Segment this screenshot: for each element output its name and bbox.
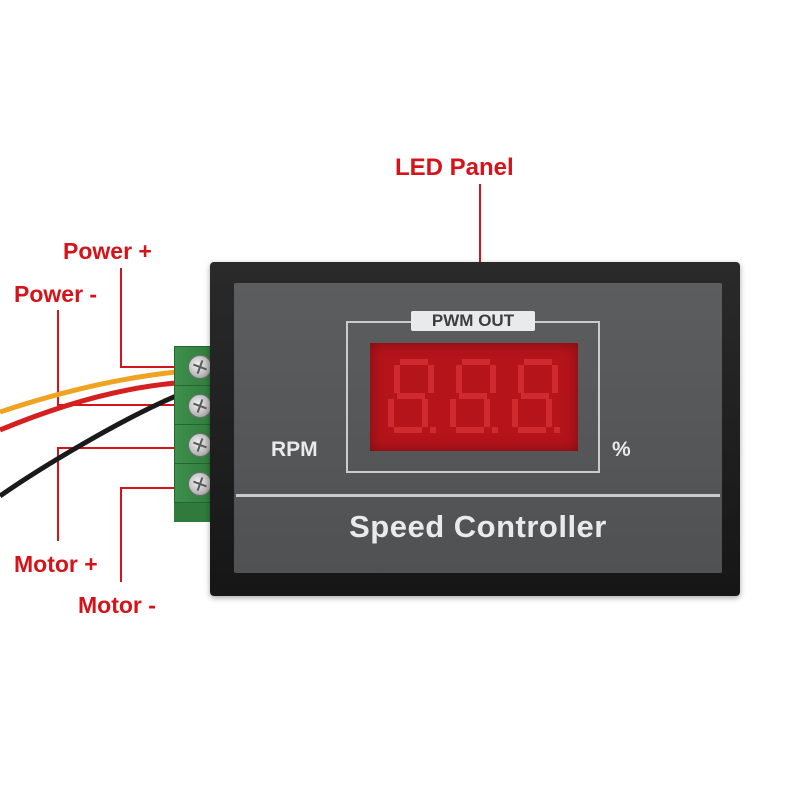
digit-1-segment-f — [394, 365, 400, 393]
digit-1-segment-a — [400, 359, 428, 365]
terminal-1[interactable] — [174, 346, 216, 386]
power-plus-label: Power + — [63, 238, 152, 264]
screw-icon — [188, 472, 212, 496]
screw-icon — [188, 394, 212, 418]
digit-1-segment-g — [397, 393, 425, 399]
digit-2-segment-c — [484, 399, 490, 427]
digit-3-decimal-point — [554, 427, 560, 433]
leader-motor-plus — [57, 447, 190, 541]
digit-3-segment-e — [512, 399, 518, 427]
leader-power-plus — [120, 268, 190, 368]
digit-3-segment-d — [518, 427, 546, 433]
digit-2-segment-a — [462, 359, 490, 365]
digit-3-segment-f — [518, 365, 524, 393]
digit-3-segment-b — [552, 365, 558, 393]
screw-icon — [188, 355, 212, 379]
device-title: Speed Controller — [349, 509, 607, 544]
digit-2-decimal-point — [492, 427, 498, 433]
digit-1-segment-c — [422, 399, 428, 427]
rpm-label: RPM — [271, 438, 318, 461]
digit-2-segment-g — [459, 393, 487, 399]
motor-plus-label: Motor + — [14, 551, 98, 577]
power-minus-label: Power - — [14, 281, 98, 307]
panel-divider — [236, 494, 720, 497]
terminal-2[interactable] — [174, 385, 216, 425]
percent-label: % — [612, 438, 631, 461]
digit-1-segment-b — [428, 365, 434, 393]
digit-2-segment-d — [456, 427, 484, 433]
pwm-out-tag: PWM OUT — [411, 311, 535, 331]
led-panel-label: LED Panel — [395, 154, 514, 181]
digit-3-segment-a — [524, 359, 552, 365]
leader-motor-minus — [120, 487, 190, 582]
motor-minus-label: Motor - — [78, 592, 156, 618]
digit-1-decimal-point — [430, 427, 436, 433]
wire-red — [0, 380, 177, 433]
leader-power-minus — [57, 310, 190, 406]
digit-1-segment-d — [394, 427, 422, 433]
digit-2-segment-b — [490, 365, 496, 393]
digit-2-segment-e — [450, 399, 456, 427]
wire-black — [0, 393, 177, 499]
digit-3-segment-g — [521, 393, 549, 399]
digit-1-segment-e — [388, 399, 394, 427]
wire-orange — [0, 369, 177, 415]
led-display — [370, 343, 578, 451]
digit-3-segment-c — [546, 399, 552, 427]
terminal-3[interactable] — [174, 424, 216, 464]
seven-segment-digits — [388, 359, 560, 433]
digit-2-segment-f — [456, 365, 462, 393]
screw-icon — [188, 433, 212, 457]
